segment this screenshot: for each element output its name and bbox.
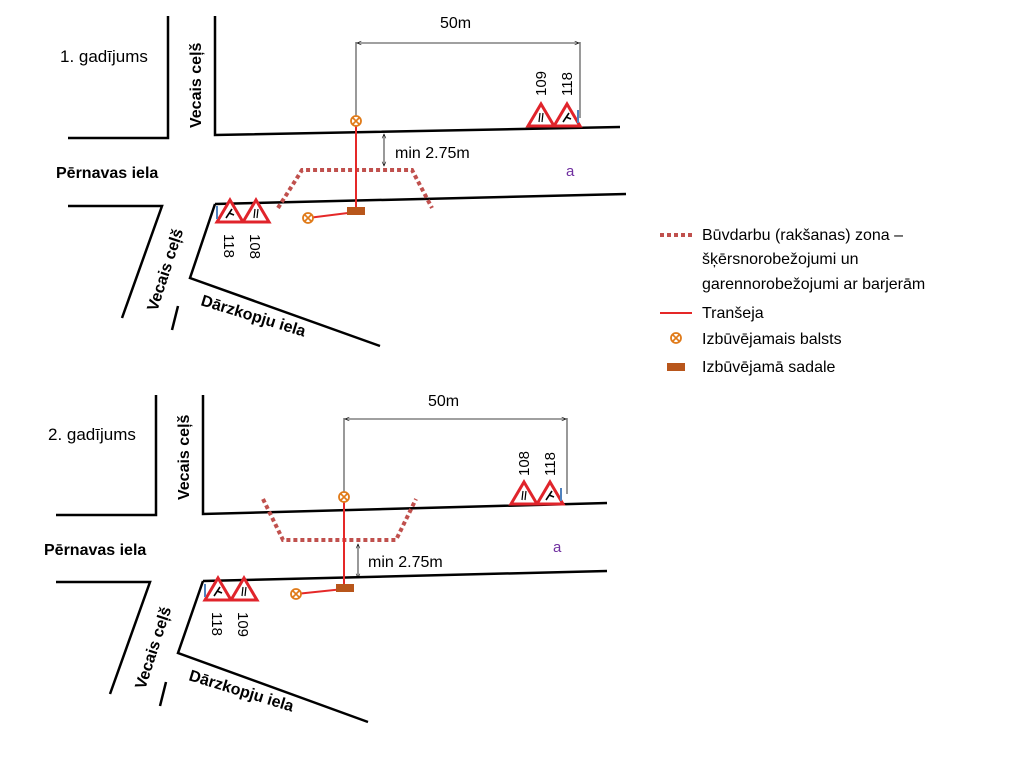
warning-sign-icon [509, 480, 539, 506]
road-edge [68, 16, 170, 140]
road-edge [56, 395, 158, 517]
dimension-length-label: 50m [440, 15, 471, 32]
pole-icon [290, 588, 302, 600]
pole-icon [302, 212, 314, 224]
road-edge [56, 580, 152, 695]
pole-icon [338, 491, 350, 503]
sign-number-label: 118 [559, 72, 576, 96]
case-title: 1. gadījums [60, 47, 148, 66]
dimension-width-label: min 2.75m [368, 554, 443, 571]
warning-sign-icon [535, 480, 565, 506]
sign-number-label: 109 [234, 612, 251, 637]
legend-pole-label: Izbūvējamais balsts [702, 331, 842, 348]
street-label-vecais-cels: Vecais ceļš [133, 605, 176, 692]
marker-a-label: a [553, 539, 562, 556]
road-edge [214, 192, 627, 206]
road-edge [202, 569, 608, 583]
street-label-pernavas-iela: Pērnavas iela [44, 542, 146, 559]
dimension-length-label: 50m [428, 393, 459, 410]
warning-sign-icon [552, 102, 582, 128]
sign-number-label: 118 [220, 234, 237, 258]
road-edge [176, 580, 369, 724]
marker-a-label: a [566, 163, 575, 180]
sign-number-label: 108 [246, 234, 263, 259]
case-1-scheme: 1. gadījums Vecais ceļš Pērnavas iela Ve… [56, 15, 627, 348]
road-edge [213, 16, 621, 137]
street-label-pernavas-iela: Pērnavas iela [56, 165, 158, 182]
road-edge [170, 305, 180, 331]
case-2-scheme: 2. gadījums Vecais ceļš Pērnavas iela Ve… [44, 393, 608, 724]
legend-distribution-icon [667, 363, 685, 371]
warning-sign-icon [203, 576, 233, 602]
road-edge [68, 204, 164, 319]
legend-pole-icon [670, 332, 682, 344]
pole-icon [350, 115, 362, 127]
legend-zone-label: garennorobežojumi ar barjerām [702, 276, 925, 293]
road-edge [188, 203, 381, 348]
sign-number-label: 118 [542, 452, 559, 476]
road-edge [158, 681, 168, 707]
legend-trench-label: Tranšeja [702, 305, 764, 322]
legend-zone-label: šķērsnorobežojumi un [702, 251, 859, 268]
sign-number-label: 109 [533, 71, 550, 96]
work-zone-barrier [261, 498, 418, 542]
street-label-vecais-cels: Vecais ceļš [188, 42, 205, 128]
warning-sign-icon [241, 198, 271, 224]
distribution-box-icon [336, 584, 354, 592]
warning-sign-icon [229, 576, 259, 602]
street-label-vecais-cels: Vecais ceļš [176, 414, 193, 500]
distribution-box-icon [347, 207, 365, 215]
dimension-width-label: min 2.75m [395, 145, 470, 162]
case-title: 2. gadījums [48, 425, 136, 444]
warning-sign-icon [215, 198, 245, 224]
legend: Būvdarbu (rakšanas) zona – šķērsnorobežo… [660, 227, 925, 376]
sign-number-label: 118 [208, 612, 225, 636]
legend-distribution-label: Izbūvējamā sadale [702, 359, 836, 376]
road-edge [201, 395, 608, 516]
warning-sign-icon [526, 102, 556, 128]
sign-number-label: 108 [516, 451, 533, 476]
legend-zone-label: Būvdarbu (rakšanas) zona – [702, 227, 903, 244]
